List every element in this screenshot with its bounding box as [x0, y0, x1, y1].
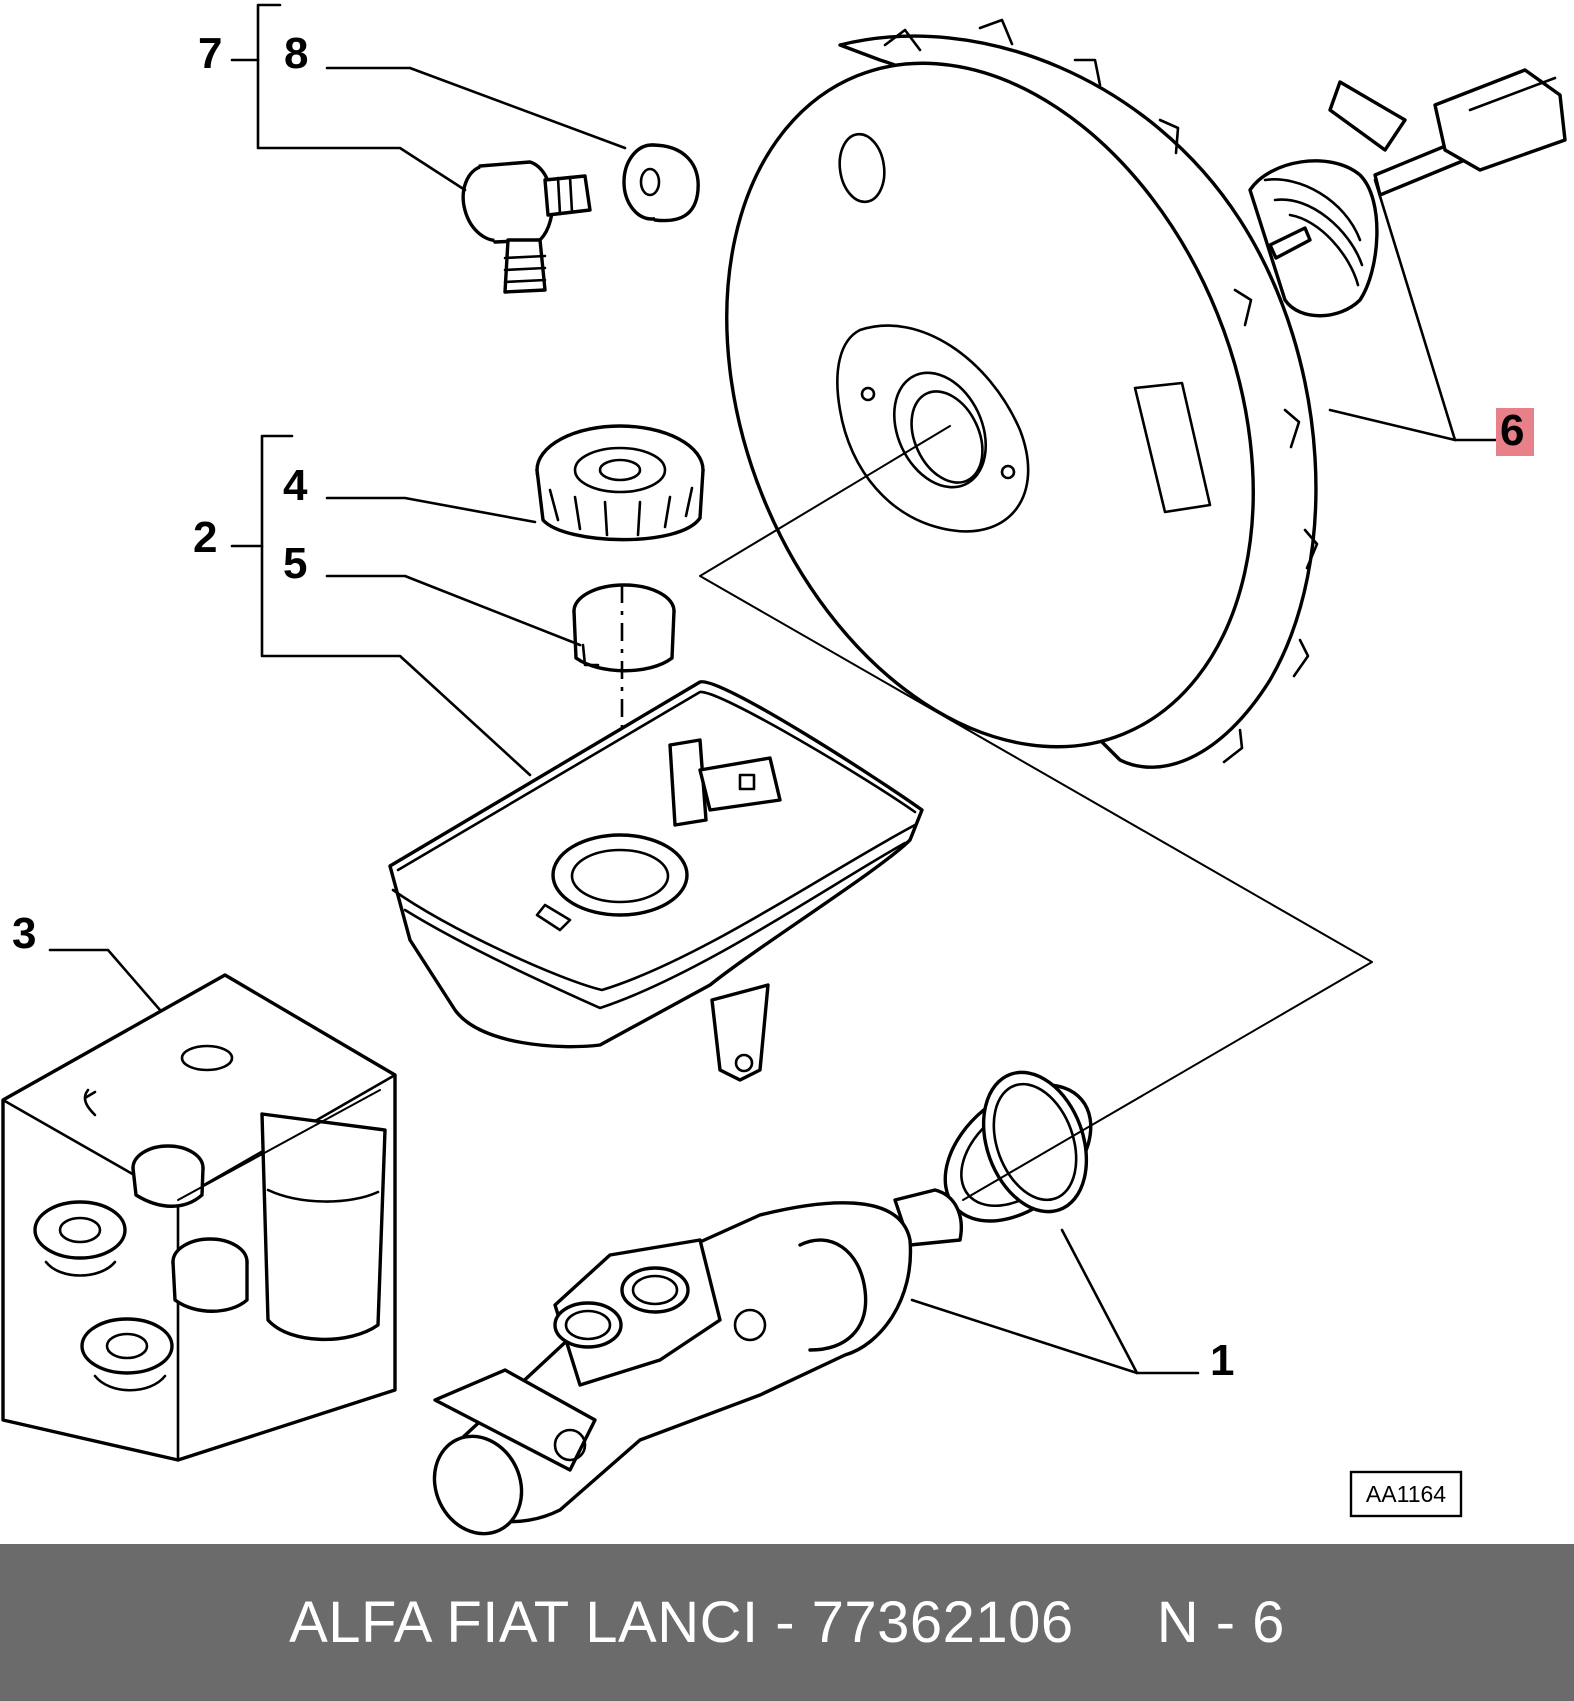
callout-8: 8 — [284, 29, 308, 78]
callout-4: 4 — [283, 461, 308, 510]
footer-part-number-label: ALFA FIAT LANCI - 77362106 N - 6 — [289, 1590, 1285, 1655]
footer-bar: ALFA FIAT LANCI - 77362106 N - 6 — [0, 1544, 1574, 1701]
callout-3: 3 — [12, 909, 36, 958]
drawing-ref-box — [1349, 1470, 1463, 1518]
callout-6-highlight — [1496, 408, 1534, 456]
master-cylinder-part — [432, 1070, 1093, 1536]
fluid-reservoir-part — [388, 680, 924, 1082]
callout-6: 6 — [1500, 406, 1524, 455]
leader-lines — [48, 3, 1502, 1375]
callout-1: 1 — [1210, 1336, 1234, 1385]
brake-booster-part — [725, 18, 1567, 769]
seal-kit-box-part — [1, 973, 397, 1462]
reservoir-cap-part — [535, 424, 705, 542]
callout-5: 5 — [283, 539, 307, 588]
fitting-and-grommet-part — [461, 143, 700, 294]
reservoir-filter-part — [572, 583, 676, 673]
drawing-ref-label: AA1164 — [1366, 1481, 1446, 1507]
exploded-parts-drawing: 1 2 3 4 5 6 7 8 AA1164 — [1, 3, 1567, 1536]
callout-7: 7 — [198, 29, 222, 78]
callout-2: 2 — [193, 513, 217, 562]
